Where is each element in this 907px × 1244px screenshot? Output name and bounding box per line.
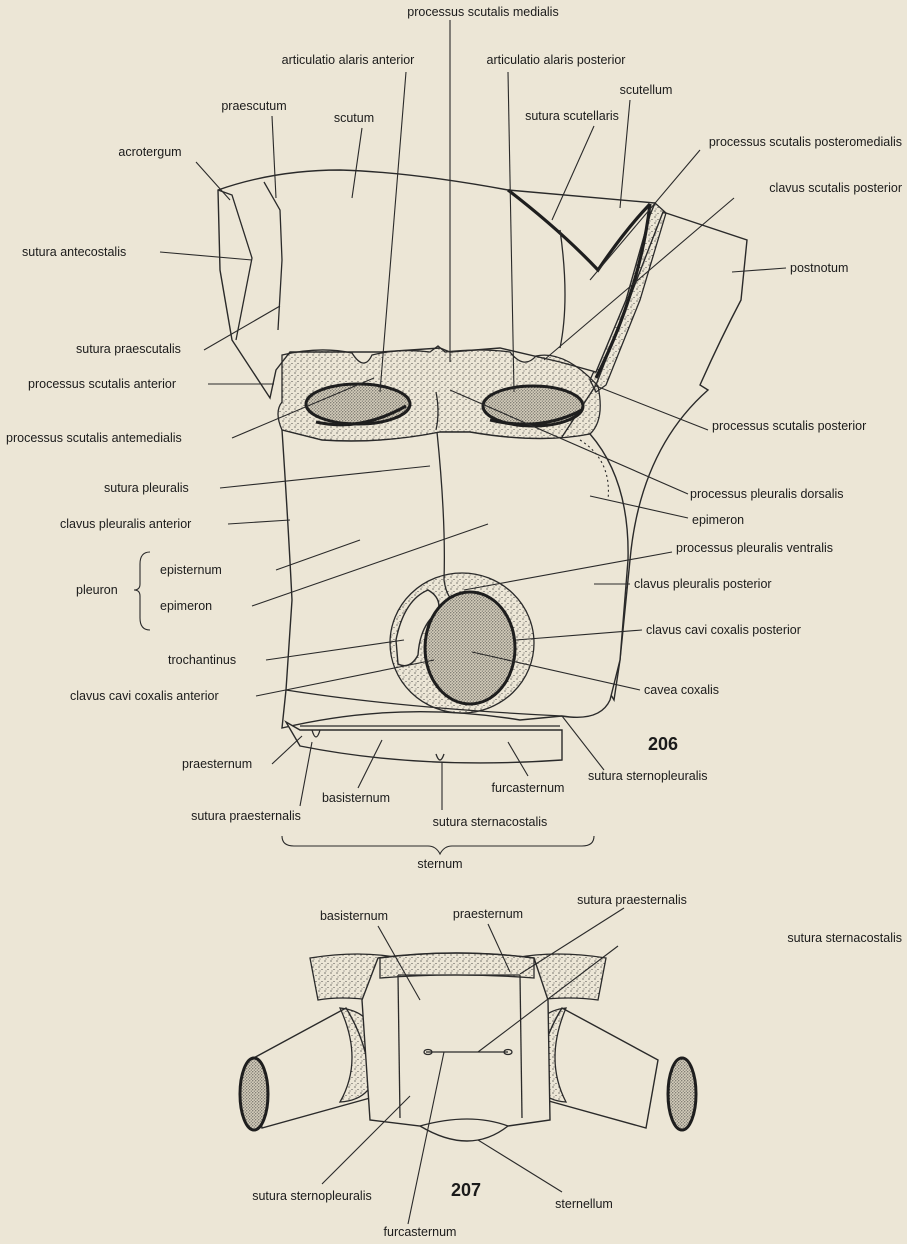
label-sutura-scutellaris: sutura scutellaris bbox=[525, 109, 619, 123]
label-sutura-pleuralis: sutura pleuralis bbox=[104, 481, 189, 495]
label-basisternum-206: basisternum bbox=[322, 791, 390, 805]
label-sutura-sternopleuralis: sutura sternopleuralis bbox=[588, 769, 708, 783]
label-scutellum: scutellum bbox=[620, 83, 673, 97]
label-trochantinus: trochantinus bbox=[168, 653, 236, 667]
label-clavus-scutalis-posterior: clavus scutalis posterior bbox=[769, 181, 902, 195]
label-clavus-cavi-coxalis-posterior: clavus cavi coxalis posterior bbox=[646, 623, 801, 637]
label-sutura-sternacostalis-207: sutura sternacostalis bbox=[787, 931, 902, 945]
label-postnotum: postnotum bbox=[790, 261, 848, 275]
cavea-coxalis-hole bbox=[425, 592, 515, 704]
left-coxa-opening bbox=[240, 1058, 268, 1130]
label-processus-pleuralis-ventralis: processus pleuralis ventralis bbox=[676, 541, 833, 555]
label-processus-scutalis-medialis: processus scutalis medialis bbox=[407, 5, 558, 19]
label-sutura-praescutalis: sutura praescutalis bbox=[76, 342, 181, 356]
label-scutum: scutum bbox=[334, 111, 374, 125]
label-epimeron-left: epimeron bbox=[160, 599, 212, 613]
praesternum-band-207 bbox=[380, 953, 534, 978]
label-sternum: sternum bbox=[417, 857, 462, 871]
figure-207-drawing bbox=[240, 953, 696, 1141]
label-sutura-sternopleuralis-207: sutura sternopleuralis bbox=[252, 1189, 372, 1203]
label-processus-pleuralis-dorsalis: processus pleuralis dorsalis bbox=[690, 487, 844, 501]
articulatio-alaris-anterior-pit bbox=[306, 384, 410, 424]
label-cavea-coxalis: cavea coxalis bbox=[644, 683, 719, 697]
pleuron-brace bbox=[134, 552, 150, 630]
label-clavus-pleuralis-anterior: clavus pleuralis anterior bbox=[60, 517, 191, 531]
figure-206-drawing bbox=[218, 170, 747, 763]
label-processus-scutalis-posteromedialis: processus scutalis posteromedialis bbox=[709, 135, 902, 149]
figure-number-207: 207 bbox=[451, 1180, 481, 1200]
label-processus-scutalis-anterior: processus scutalis anterior bbox=[28, 377, 176, 391]
label-praesternum-207: praesternum bbox=[453, 907, 523, 921]
right-coxa-opening bbox=[668, 1058, 696, 1130]
label-sutura-praesternalis-207: sutura praesternalis bbox=[577, 893, 687, 907]
label-episternum: episternum bbox=[160, 563, 222, 577]
figure-number-206: 206 bbox=[648, 734, 678, 754]
label-praesternum: praesternum bbox=[182, 757, 252, 771]
label-furcasternum-207: furcasternum bbox=[384, 1225, 457, 1239]
label-processus-scutalis-posterior: processus scutalis posterior bbox=[712, 419, 866, 433]
label-articulatio-alaris-anterior: articulatio alaris anterior bbox=[282, 53, 415, 67]
label-clavus-cavi-coxalis-anterior: clavus cavi coxalis anterior bbox=[70, 689, 219, 703]
sternum-brace bbox=[282, 836, 594, 854]
label-epimeron-right: epimeron bbox=[692, 513, 744, 527]
label-sutura-praesternalis-206: sutura praesternalis bbox=[191, 809, 301, 823]
label-sternellum-207: sternellum bbox=[555, 1197, 613, 1211]
label-articulatio-alaris-posterior: articulatio alaris posterior bbox=[487, 53, 626, 67]
sternum-plate bbox=[286, 722, 562, 763]
label-sutura-antecostalis: sutura antecostalis bbox=[22, 245, 126, 259]
label-sutura-sternacostalis-206: sutura sternacostalis bbox=[433, 815, 548, 829]
label-processus-scutalis-antemedialis: processus scutalis antemedialis bbox=[6, 431, 182, 445]
articulatio-alaris-posterior-pit bbox=[483, 386, 583, 426]
label-pleuron: pleuron bbox=[76, 583, 118, 597]
label-acrotergum: acrotergum bbox=[118, 145, 181, 159]
label-praescutum: praescutum bbox=[221, 99, 286, 113]
label-furcasternum-206: furcasternum bbox=[492, 781, 565, 795]
label-basisternum-207: basisternum bbox=[320, 909, 388, 923]
label-clavus-pleuralis-posterior: clavus pleuralis posterior bbox=[634, 577, 772, 591]
